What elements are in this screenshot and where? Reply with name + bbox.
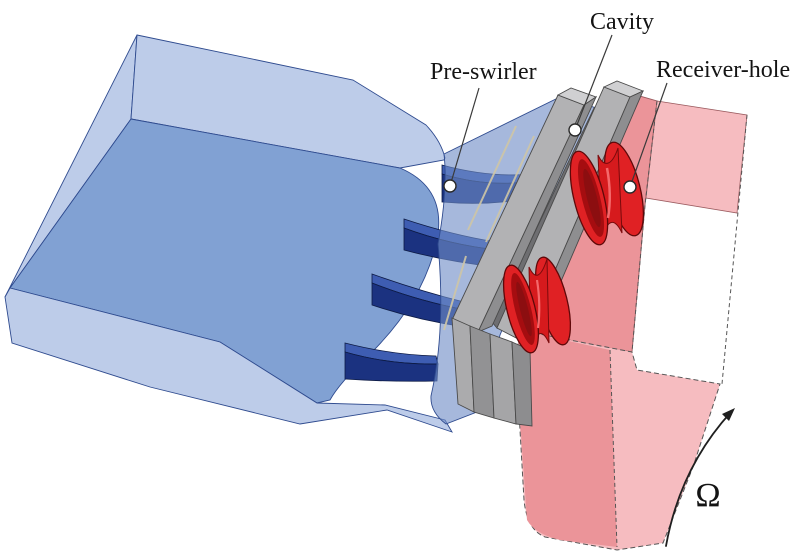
rotation-arrow xyxy=(665,411,732,547)
leader-lines xyxy=(449,34,668,188)
rotor-fold-edges xyxy=(609,100,748,548)
anchor-dot-pre-swirler xyxy=(443,179,457,193)
label-cavity: Cavity xyxy=(590,9,654,35)
label-receiver-hole: Receiver-hole xyxy=(656,57,790,83)
upper-front-core xyxy=(583,168,601,228)
leader-receiver xyxy=(629,82,668,188)
streamline-2 xyxy=(485,135,535,243)
rotation-arrowhead xyxy=(722,408,735,421)
duct-bottom-band xyxy=(4,287,453,433)
receiver-holes-red xyxy=(502,141,645,354)
anchor-dot-receiver xyxy=(623,180,637,194)
rotor-right-edge xyxy=(721,114,748,385)
lower-front-core xyxy=(516,281,532,337)
rotation-indicator: Ω xyxy=(665,408,735,547)
streamline-1 xyxy=(467,125,517,231)
omega-symbol: Ω xyxy=(695,477,720,514)
rotor-upper-right-band xyxy=(645,100,748,214)
label-pre-swirler: Pre-swirler xyxy=(430,59,537,85)
rotor-lower-fold xyxy=(609,349,618,548)
anchor-dots xyxy=(443,123,637,194)
lower-waist-highlight xyxy=(535,279,541,329)
duct-top-face xyxy=(130,34,446,169)
annotations: Pre-swirler Cavity Receiver-hole Ω xyxy=(430,9,790,547)
leader-pre-swirler xyxy=(449,87,480,187)
anchor-dot-cavity xyxy=(568,123,582,137)
streamline-4 xyxy=(443,255,467,331)
rotor-fold-line xyxy=(631,100,658,353)
cavity-base-plates xyxy=(451,317,533,427)
rotor-lower-channel-shade xyxy=(518,330,617,547)
upper-waist-highlight xyxy=(605,167,611,219)
receiver-hole-lower xyxy=(502,256,572,354)
leader-cavity xyxy=(574,34,613,131)
receiver-hole-upper xyxy=(569,141,645,246)
